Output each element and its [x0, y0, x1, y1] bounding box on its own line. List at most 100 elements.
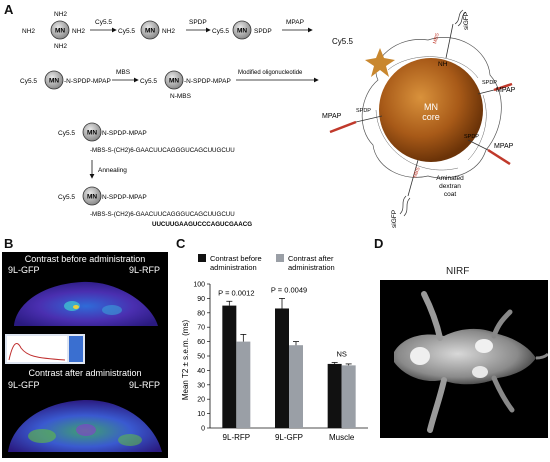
coat-label: dextran [439, 183, 461, 190]
bar [275, 308, 289, 428]
y-tick-label: 0 [201, 426, 205, 433]
panel-label-a: A [4, 2, 14, 17]
nh2-label: NH2 [54, 11, 67, 18]
mouse-silhouette [394, 291, 548, 433]
cy55-dye-icon [365, 48, 395, 77]
mri-label-gfp: 9L-GFP [8, 380, 40, 390]
reagent-oligo: Modified oligonucleotide [238, 70, 303, 76]
mn-particle [44, 70, 64, 90]
reagent-mpap: MPAP [286, 19, 304, 26]
mn-particle [140, 20, 160, 40]
cy55-label: Cy5.5 [140, 78, 157, 85]
y-tick-label: 80 [197, 310, 205, 317]
mri-label-rfp: 9L-RFP [128, 265, 160, 275]
spdp-mpap-label: N-SPDP-MPAP [102, 130, 147, 137]
reagent-mbs: MBS [116, 69, 131, 76]
scheme-row-1: MN NH2 NH2 NH2 NH2 Cy5.5 MN Cy5.5 NH2 SP… [22, 11, 313, 50]
x-tick-label: 9L-RFP [223, 433, 251, 442]
mn-particle [82, 122, 102, 142]
mri-panel: Contrast before administration 9L-GFP 9L… [2, 252, 168, 458]
core-label-mn: MN [424, 102, 438, 112]
y-tick-label: 50 [197, 354, 205, 361]
nh-label: NH [438, 61, 448, 68]
oligo-strand-label: -MBS-S-(CH2)6-GAACUUCAGGGUCAGCUUGCUU [90, 211, 235, 218]
bar [327, 363, 342, 428]
cy55-label: Cy5.5 [58, 194, 75, 201]
bar [222, 305, 237, 428]
mbs-label: N-MBS [170, 93, 192, 100]
mpap-label: MPAP [322, 113, 342, 120]
mn-label: MN [87, 130, 97, 137]
mn-particle [50, 20, 70, 40]
bar [341, 365, 356, 428]
coat-label: Aminated [436, 175, 464, 182]
spdp-mpap-label: -N-SPDP-MPAP [184, 78, 231, 85]
bar [289, 345, 303, 428]
mn-label: MN [87, 194, 97, 201]
mn-particle [232, 20, 252, 40]
scheme-row-4: MN Cy5.5 N-SPDP-MPAP -MBS-S-(CH2)6-GAACU… [58, 186, 252, 228]
panel-label-c: C [176, 236, 186, 251]
reagent-spdp: SPDP [189, 19, 207, 26]
y-tick-label: 70 [197, 325, 205, 332]
nh2-label: NH2 [22, 28, 35, 35]
coat-label: coat [444, 191, 456, 198]
cy55-label: Cy5.5 [58, 130, 75, 137]
oligo-strand-label: -MBS-S-(CH2)6-GAACUUCAGGGUCAGCUUGCUU [90, 147, 235, 154]
y-tick-label: 90 [197, 296, 205, 303]
mri-scan-after [8, 399, 162, 452]
annealing-label: Annealing [98, 167, 127, 174]
y-tick-label: 30 [197, 382, 205, 389]
mri-label-gfp: 9L-GFP [8, 265, 40, 275]
nirf-image [380, 280, 548, 438]
synthesis-scheme: MN NH2 NH2 NH2 NH2 Cy5.5 MN Cy5.5 NH2 SP… [20, 11, 319, 228]
mn-particle [82, 186, 102, 206]
panel-label-d: D [374, 236, 384, 251]
p-value-annotation: P = 0.0012 [218, 288, 254, 297]
mn-particle [164, 70, 184, 90]
mn-label: MN [169, 78, 179, 85]
complementary-strand-label: UUCUUGAAGUCCCAGUCGAACG [152, 221, 252, 228]
y-tick-label: 40 [197, 368, 205, 375]
mbs-label: MBS [432, 32, 441, 45]
y-tick-label: 20 [197, 397, 205, 404]
core-label-core: core [422, 112, 440, 122]
mn-label: MN [237, 28, 247, 35]
nh2-label: NH2 [54, 43, 67, 50]
spdp-label: SPDP [482, 80, 497, 86]
spdp-label: SPDP [464, 134, 479, 140]
scheme-row-3: MN Cy5.5 N-SPDP-MPAP -MBS-S-(CH2)6-GAACU… [58, 122, 235, 179]
spdp-mpap-label: N-SPDP-MPAP [102, 194, 147, 201]
mn-label: MN [145, 28, 155, 35]
mpap-label: MPAP [496, 87, 516, 94]
y-tick-label: 60 [197, 339, 205, 346]
cy55-label: Cy5.5 [212, 28, 229, 35]
mri-colorbar-inset [5, 334, 85, 364]
cy55-label: Cy5.5 [118, 28, 135, 35]
spdp-mpap-label: -N-SPDP-MPAP [64, 78, 111, 85]
legend-swatch-after [276, 254, 284, 262]
panel-label-b: B [4, 236, 14, 251]
mn-label: MN [49, 78, 59, 85]
x-tick-label: 9L-GFP [275, 433, 303, 442]
p-value-annotation: NS [336, 349, 346, 358]
spdp-label: SPDP [254, 28, 272, 35]
mn-label: MN [55, 28, 65, 35]
mri-label-rfp: 9L-RFP [128, 380, 160, 390]
cy55-label: Cy5.5 [20, 78, 37, 85]
x-tick-label: Muscle [329, 433, 355, 442]
legend-swatch-before [198, 254, 206, 262]
y-tick-label: 10 [197, 411, 205, 418]
scheme-row-2: MN Cy5.5 -N-SPDP-MPAP MBS MN Cy5.5 -N-SP… [20, 69, 319, 100]
mri-scan-before [14, 281, 158, 326]
spdp-label: SPDP [356, 108, 371, 114]
nh2-label: NH2 [162, 28, 175, 35]
dextran-coat [361, 37, 502, 179]
cy55-dye-label: Cy5.5 [332, 37, 353, 46]
mbs-label: MBS [412, 166, 422, 179]
mri-title-after: Contrast after administration [28, 368, 142, 378]
